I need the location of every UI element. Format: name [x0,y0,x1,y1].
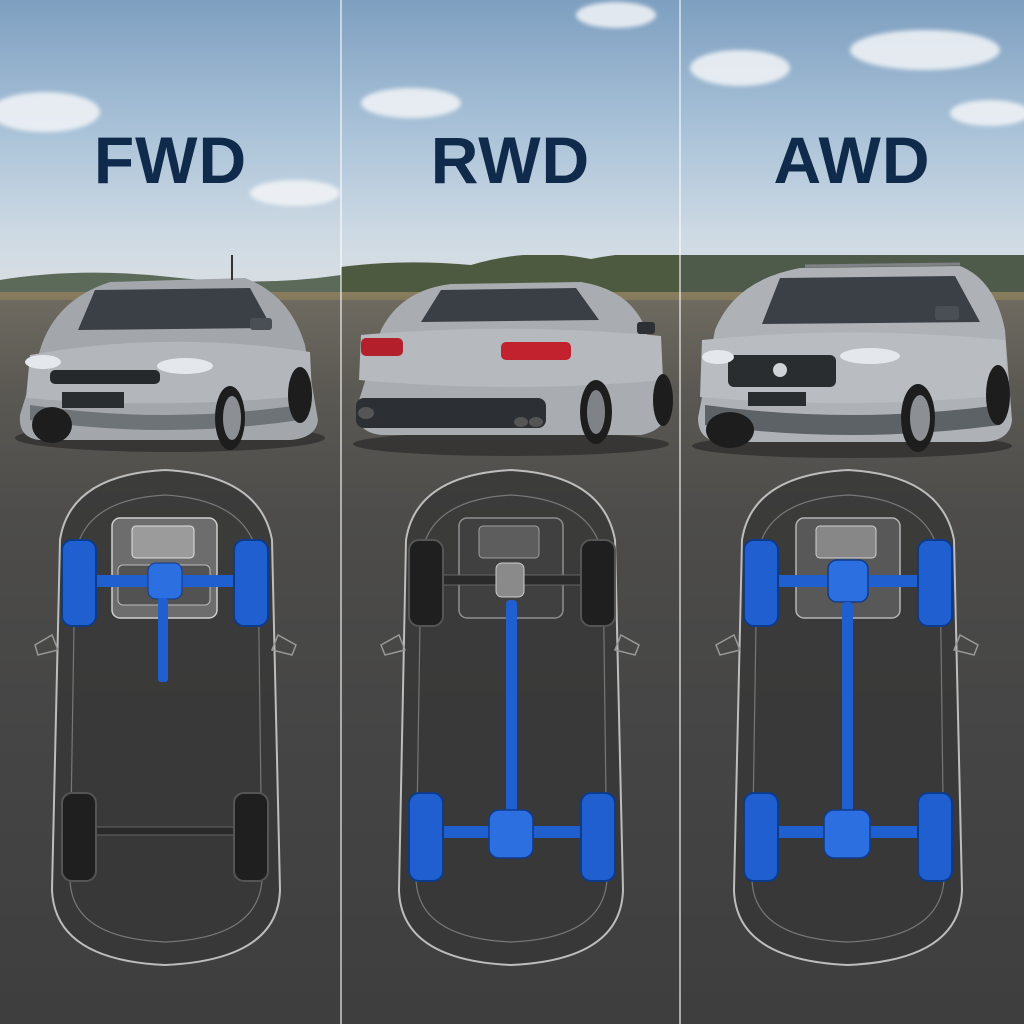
drive-type-label: AWD [773,123,931,197]
front-differential [827,559,869,603]
hatchback-car-image [15,255,325,452]
cloud [361,88,461,118]
panel-rwd: RWD [341,0,680,1024]
panel-fwd: FWD [0,0,341,1024]
driveshaft [842,602,853,812]
sedan-car-image [353,282,673,456]
rwd-drivetrain-diagram [380,468,640,967]
drive-type-label: RWD [430,123,591,197]
cloud [950,100,1024,126]
fwd-drivetrain-diagram [34,468,297,967]
cloud [0,92,100,132]
rear-right-wheel [580,792,616,882]
front-left-wheel [61,539,97,627]
rear-axle [89,826,241,836]
rear-differential [823,809,871,859]
front-right-wheel [233,539,269,627]
panel-awd: AWD [680,0,1024,1024]
rear-right-wheel [917,792,953,882]
sky [341,0,680,290]
stub-shaft [158,598,168,682]
front-right-wheel [580,539,616,627]
suv-car-image [692,262,1012,458]
rear-right-wheel [233,792,269,882]
cloud [850,30,1000,70]
driveshaft [506,600,517,815]
cloud [250,180,340,206]
front-left-wheel [743,539,779,627]
front-right-wheel [917,539,953,627]
rear-left-wheel [408,792,444,882]
panel-divider [679,0,681,1024]
rear-left-wheel [743,792,779,882]
awd-drivetrain-diagram [715,468,979,967]
cloud [576,2,656,28]
rear-left-wheel [61,792,97,882]
cloud [690,50,790,86]
rear-differential [488,809,534,859]
front-left-wheel [408,539,444,627]
sky [0,0,341,290]
drive-type-label: FWD [93,123,248,197]
panel-divider [340,0,342,1024]
